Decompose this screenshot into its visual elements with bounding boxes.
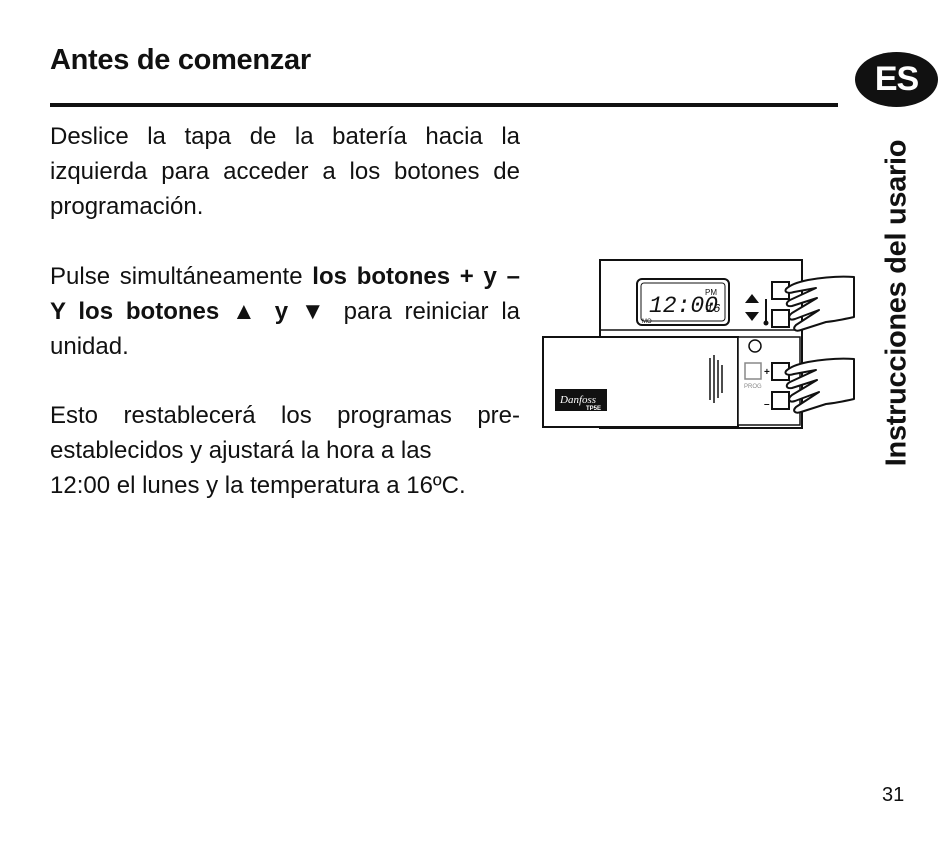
page-heading: Antes de comenzar [50, 44, 311, 76]
lcd-temperature: 16 [706, 302, 720, 316]
lower-hand-icon [784, 357, 855, 414]
text-last-line: 12:00 el lunes y la temperatura a 16ºC. [50, 472, 466, 499]
minus-button[interactable] [771, 391, 790, 410]
prog-label: PROG [744, 384, 762, 390]
plus-label: + [764, 367, 770, 378]
lcd-pm: PM [705, 288, 717, 297]
upper-hand-icon [784, 275, 855, 332]
text: Esto restablecerá los programas pre-esta… [50, 402, 520, 464]
bold-buttons-text: los botones + y – Y los botones ▲ y ▼ [50, 263, 520, 325]
indicator-light [748, 339, 762, 353]
text: Pulse simultáneamente [50, 263, 313, 290]
heading-rule [50, 103, 838, 107]
down-arrow-icon[interactable] [745, 312, 759, 321]
lcd-inner-frame [640, 282, 726, 322]
down-button[interactable] [771, 309, 790, 328]
paragraph-slide-cover: Deslice la tapa de la batería hacia la i… [50, 123, 520, 220]
paragraph-reset-info: Esto restablecerá los programas pre-esta… [50, 398, 520, 503]
minus-label: – [764, 399, 770, 410]
thermometer-bulb [763, 320, 769, 326]
danfoss-logo [555, 389, 607, 411]
paragraph-press-buttons: Pulse simultáneamente los botones + y – … [50, 259, 520, 364]
lcd-day: MO [642, 319, 652, 325]
grip-lines [709, 355, 723, 403]
side-section-title: Instrucciones del usario [880, 139, 913, 467]
lcd-display [636, 278, 730, 326]
thermostat-illustration: 12:00 PM 16 MO Danfoss TP5E PROG + – [542, 259, 855, 429]
logo-brand: Danfoss [559, 394, 596, 406]
up-arrow-icon[interactable] [745, 294, 759, 303]
text: para reiniciar la unidad. [50, 298, 520, 360]
battery-cover[interactable] [542, 336, 739, 428]
lcd-time: 12:00 [649, 293, 718, 319]
logo-model: TP5E [586, 406, 601, 412]
page-number: 31 [882, 784, 905, 806]
prog-button[interactable] [744, 362, 762, 380]
language-badge: ES [855, 52, 938, 107]
